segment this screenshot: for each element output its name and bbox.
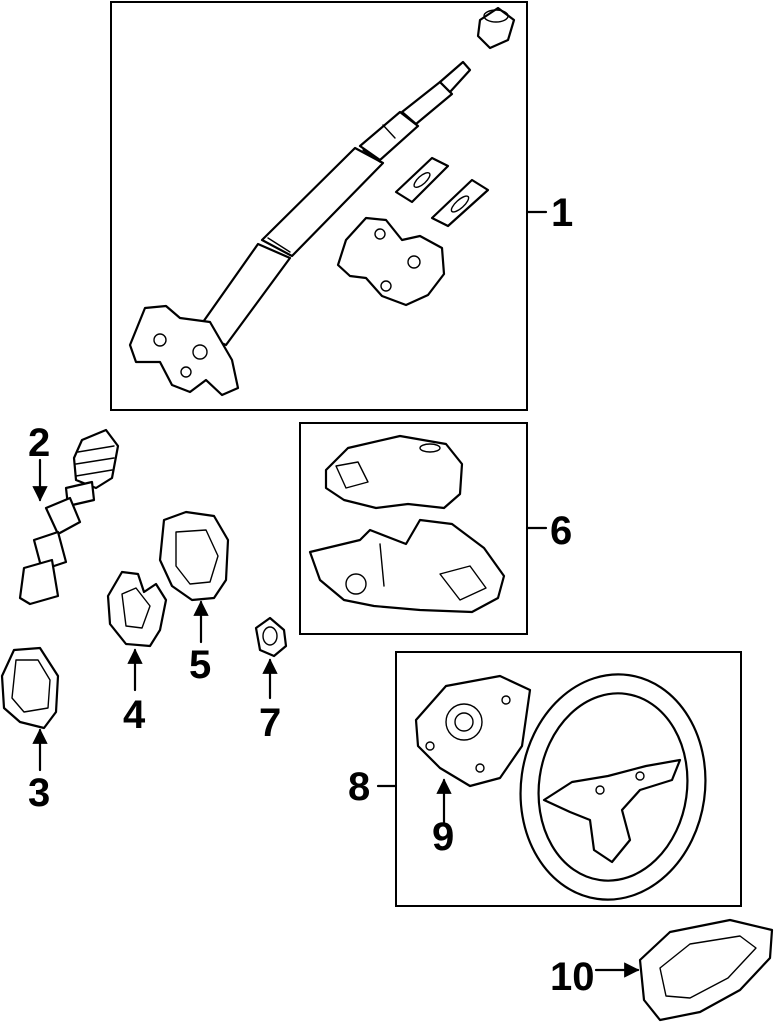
- callout-3: 3: [28, 771, 50, 815]
- column-top-bushing: [476, 6, 516, 50]
- callout-4: 4: [123, 693, 146, 737]
- callout-8: 8: [348, 765, 370, 809]
- upper-column-cover: [324, 434, 464, 510]
- callout-1: 1: [551, 191, 573, 235]
- column-cover-small: [0, 646, 60, 772]
- column-upper-bracket: [336, 216, 446, 307]
- wheel-back-cover: [414, 674, 532, 788]
- column-retainer-plates: [394, 156, 490, 228]
- column-covers-group: [299, 422, 548, 635]
- steering-wheel: [519, 673, 707, 901]
- steering-wheel-group: [376, 651, 742, 907]
- steering-column-group: [110, 1, 548, 411]
- column-lower-bracket: [128, 304, 240, 397]
- column-ring-7: [254, 616, 288, 700]
- callout-5: 5: [189, 643, 211, 687]
- callout-2: 2: [28, 421, 50, 465]
- steering-column-shaft: [194, 60, 472, 347]
- intermediate-shaft: [18, 428, 120, 606]
- lower-column-cover: [308, 518, 506, 614]
- callout-9: 9: [432, 815, 454, 859]
- column-bracket-4: [106, 570, 168, 692]
- wheel-group-frame: [395, 651, 742, 907]
- column-group-frame: [110, 1, 528, 411]
- column-seal-5: [158, 510, 230, 644]
- callout-6: 6: [550, 509, 572, 553]
- callout-7: 7: [259, 701, 281, 745]
- callout-10: 10: [550, 955, 595, 999]
- wheel-trim-cover: [594, 918, 774, 1022]
